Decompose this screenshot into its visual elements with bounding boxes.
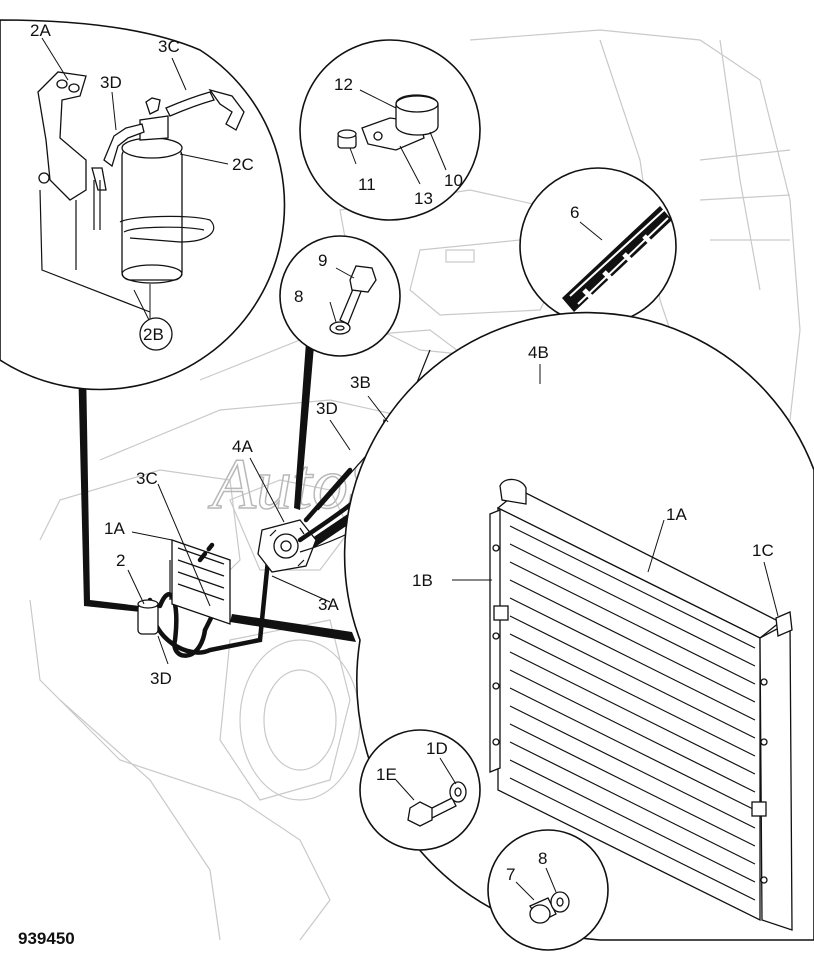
condenser-core xyxy=(489,478,793,931)
label-3B: 3B xyxy=(350,373,371,392)
label-13: 13 xyxy=(414,189,433,208)
receiver-drier-bottle xyxy=(121,97,183,284)
figure-number: 939450 xyxy=(18,929,75,948)
label-1D: 1D xyxy=(426,739,448,758)
label-11: 11 xyxy=(358,175,376,194)
label-2A: 2A xyxy=(30,21,51,40)
detail-clamp xyxy=(299,39,481,221)
label-3C-left: 3C xyxy=(136,469,158,488)
label-2C: 2C xyxy=(232,155,254,174)
receiver-drier-small xyxy=(137,599,159,635)
label-6: 6 xyxy=(570,203,579,222)
label-4A: 4A xyxy=(232,437,253,456)
label-3C: 3C xyxy=(158,37,180,56)
main-assembly xyxy=(137,349,443,658)
part-labels: 2A 3D 3C 2C 2B 12 10 11 13 6 9 8 4B 3B 3… xyxy=(18,21,774,948)
label-8: 8 xyxy=(294,287,303,306)
detail-spacer-7 xyxy=(487,829,609,951)
label-2: 2 xyxy=(116,551,125,570)
label-3D: 3D xyxy=(100,73,122,92)
label-1B: 1B xyxy=(412,571,433,590)
label-1E: 1E xyxy=(376,765,397,784)
leader-lines xyxy=(41,37,779,901)
label-1C: 1C xyxy=(752,541,774,560)
condenser-small xyxy=(171,539,231,625)
spacer-11 xyxy=(337,129,357,149)
compressor xyxy=(257,519,317,573)
label-3A: 3A xyxy=(318,595,339,614)
label-7: 7 xyxy=(506,865,515,884)
label-4B: 4B xyxy=(528,343,549,362)
label-10: 10 xyxy=(444,171,463,190)
label-9: 9 xyxy=(318,251,327,270)
detail-receiver-drier xyxy=(0,19,286,391)
label-2B-circled: 2B xyxy=(139,317,173,351)
label-1A-right: 1A xyxy=(666,505,687,524)
label-2B: 2B xyxy=(143,325,164,344)
label-8-low: 8 xyxy=(538,849,547,868)
label-12: 12 xyxy=(334,75,353,94)
detail-bolt-washer xyxy=(279,235,401,357)
detail-spiral-wrap xyxy=(519,167,677,325)
label-3D-low: 3D xyxy=(150,669,172,688)
label-1A-left: 1A xyxy=(104,519,125,538)
label-3D-mid: 3D xyxy=(316,399,338,418)
detail-bolt-1E xyxy=(359,729,481,851)
